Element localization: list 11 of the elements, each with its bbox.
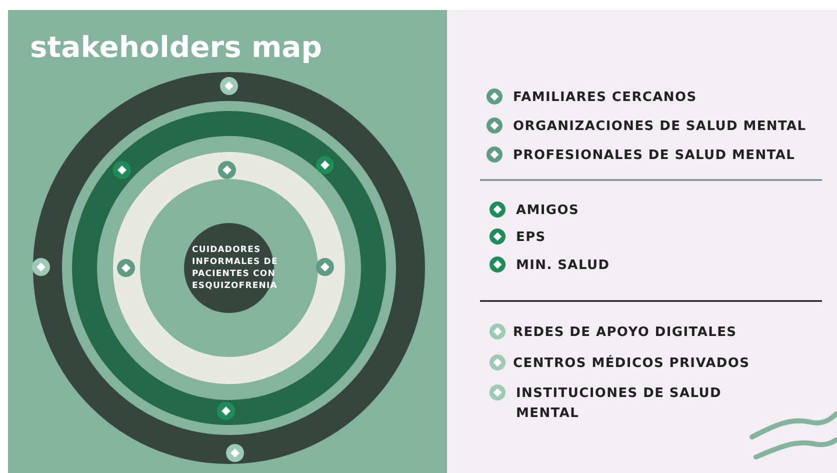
legend-label: ORGANIZACIONES DE SALUD MENTAL (513, 118, 806, 136)
legend-label: EPS (516, 229, 546, 247)
legend-label: AMIGOS (516, 202, 580, 220)
legend-label: REDES DE APOYO DIGITALES (513, 324, 737, 342)
legend-label: CENTROS MÉDICOS PRIVADOS (513, 354, 750, 373)
legend-label: FAMILIARES CERCANOS (513, 89, 697, 107)
center-label: CUIDADORES INFORMALES DE PACIENTES CON ESQUIZOFRENIA (192, 244, 279, 292)
title: stakeholders map (30, 30, 322, 64)
legend-label: INSTITUCIONES DE SALUD MENTAL (516, 385, 722, 423)
legend-label: PROFESIONALES DE SALUD MENTAL (513, 147, 796, 165)
legend-label: MIN. SALUD (516, 257, 610, 275)
